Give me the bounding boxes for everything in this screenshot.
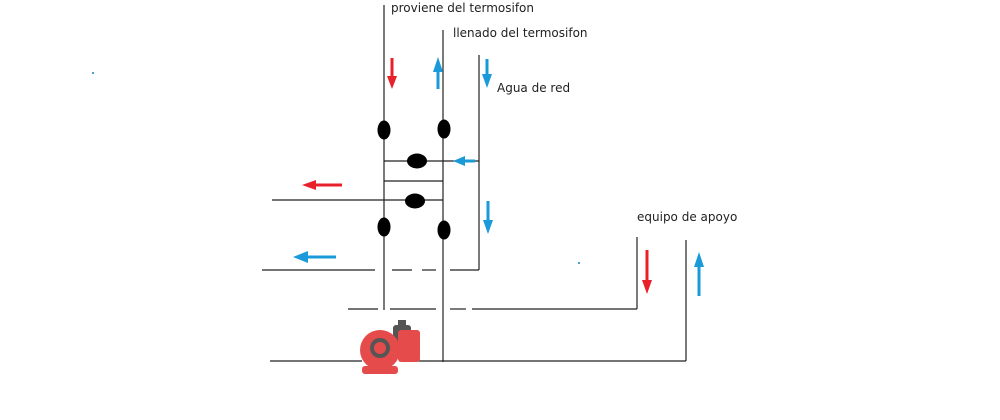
valve-icon[interactable] — [407, 153, 427, 169]
cold-arrow-left-outlet-head — [293, 251, 308, 263]
hot-arrow-down-head — [387, 76, 397, 89]
pump-base — [362, 366, 398, 374]
cold-arrow-up-head — [433, 57, 443, 72]
valves — [377, 119, 451, 240]
label-fill-thermosiphon: llenado del termosifon — [453, 26, 588, 40]
stray-dot — [92, 72, 94, 74]
hot-arrow-left-head — [302, 180, 316, 190]
valve-icon[interactable] — [405, 193, 425, 209]
stray-dot — [578, 262, 580, 264]
flow-arrows — [293, 57, 704, 296]
label-mains-water: Agua de red — [497, 81, 571, 95]
valve-icon[interactable] — [437, 220, 451, 240]
valve-icon[interactable] — [437, 119, 451, 139]
valve-icon[interactable] — [377, 120, 391, 140]
cold-arrow-down-head — [482, 74, 492, 88]
cold-arrow-left-head — [453, 156, 465, 166]
circulator-pump-icon[interactable] — [360, 320, 420, 374]
stray-marks — [92, 72, 580, 264]
label-from-thermosiphon: proviene del termosifon — [391, 1, 534, 15]
pump-top-cap — [398, 320, 406, 330]
pipes — [262, 5, 687, 362]
pump-terminal-box — [398, 330, 420, 362]
pump-rotor-center — [374, 342, 386, 354]
cold-arrow-up-backup-head — [694, 252, 704, 267]
valve-icon[interactable] — [377, 217, 391, 237]
hot-arrow-down-backup-head — [642, 280, 652, 294]
label-backup-equipment: equipo de apoyo — [637, 210, 738, 224]
cold-arrow-down-right-head — [483, 220, 493, 234]
